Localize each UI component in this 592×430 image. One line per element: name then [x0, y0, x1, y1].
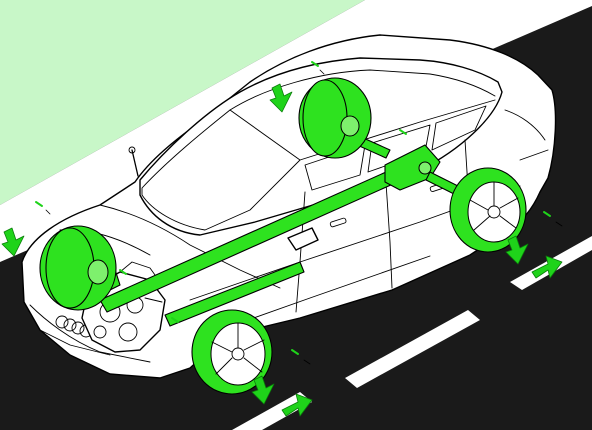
rear-left-wheel [298, 77, 372, 159]
front-right-driveshaft [164, 261, 305, 327]
rear-right-wheel [449, 167, 527, 253]
right-arrow-icon [281, 393, 313, 417]
down-arrow-icon [269, 83, 293, 113]
front-left-wheel [39, 225, 117, 311]
alignment-marks [35, 61, 563, 365]
right-arrow-icon [531, 255, 563, 279]
front-right-wheel [191, 309, 273, 395]
lane-marking [345, 310, 480, 388]
down-arrow-icon [505, 235, 529, 265]
lane-marking [232, 392, 312, 430]
down-arrow-icon [251, 375, 275, 405]
down-arrow-icon [1, 227, 25, 257]
